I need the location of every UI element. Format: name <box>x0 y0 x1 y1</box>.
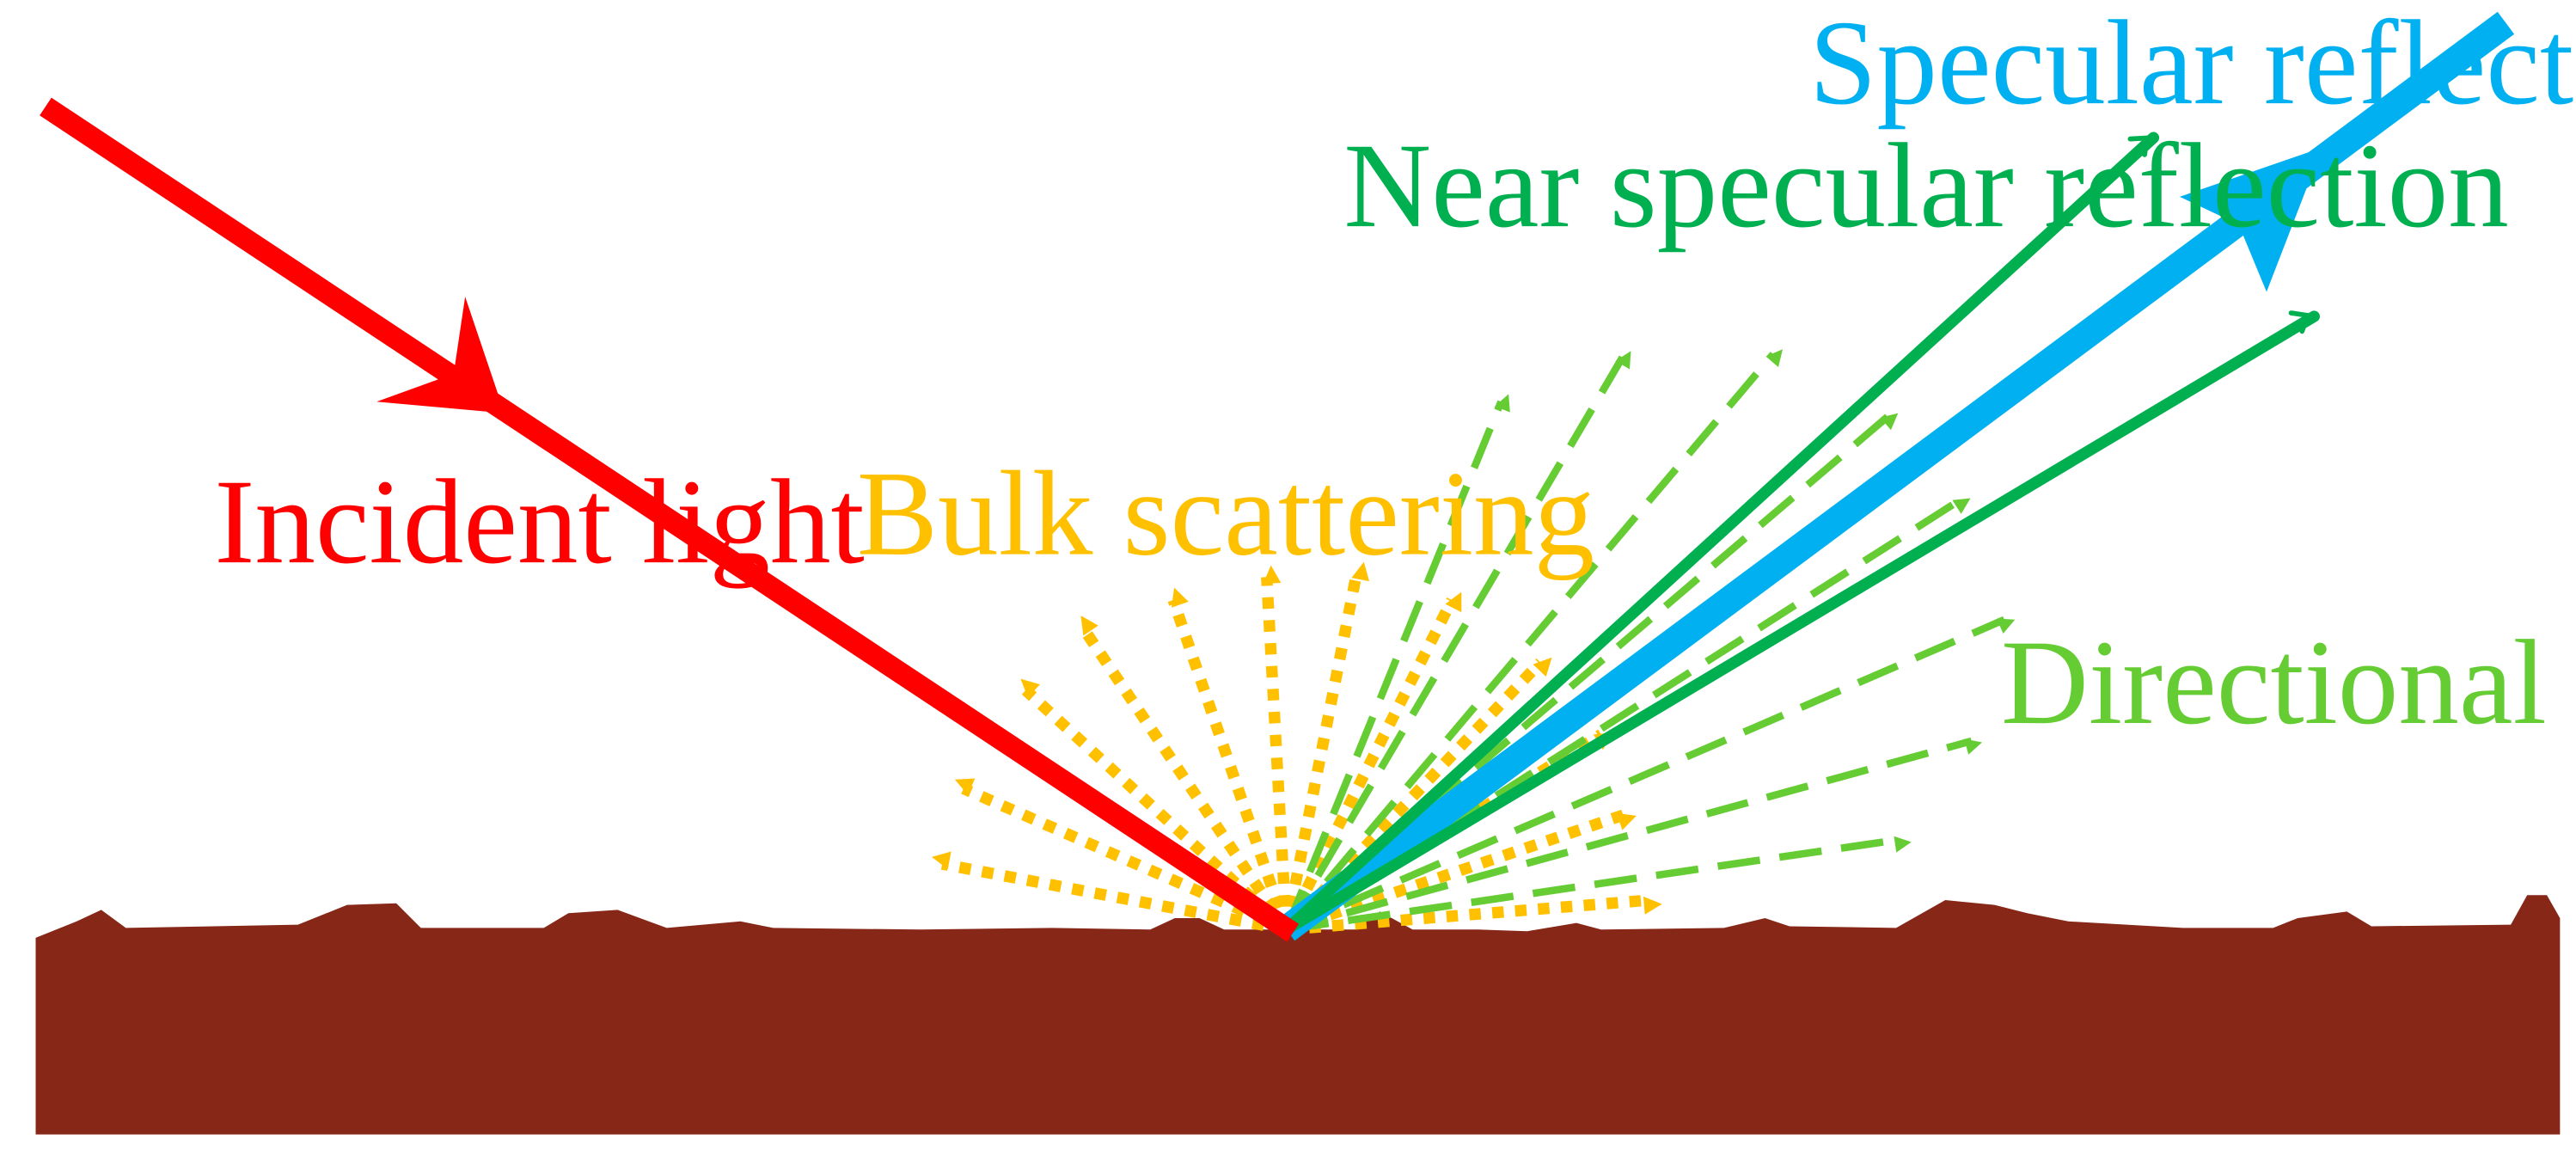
diffuse-ray <box>1284 616 2016 934</box>
bulk-ray <box>1281 561 1370 931</box>
specular-reflection-ray <box>1277 11 2515 941</box>
bulk-ray <box>1282 657 1552 934</box>
near-specular-ray <box>1280 310 2320 935</box>
near-specular-rays <box>1280 132 2320 935</box>
incident-light-ray <box>40 97 1300 942</box>
incident-arrowhead <box>376 297 505 414</box>
bulk-scattering-label: Bulk scattering <box>857 446 1594 581</box>
diffuse-ray <box>1282 394 1510 931</box>
bulk-ray <box>1286 894 1662 935</box>
bulk-ray <box>1078 616 1292 934</box>
diffuse-ray <box>1285 737 1983 934</box>
specular-reflection-label: Specular reflection <box>1809 0 2576 130</box>
diffuse-ray <box>1282 351 1631 932</box>
directional-diffuse-label: Directional diffuse <box>2001 615 2576 750</box>
diffuse-ray <box>1283 349 1784 933</box>
rough-surface <box>35 895 2561 1135</box>
specular-arrowhead <box>2179 147 2322 292</box>
near-specular-ray <box>1280 132 2160 935</box>
diffuse-ray <box>1285 836 1912 934</box>
near-specular-reflection-label: Near specular reflection <box>1343 118 2508 253</box>
incident-light-label: Incident light <box>214 454 864 589</box>
directional-diffuse-rays <box>1282 349 2016 934</box>
bulk-ray <box>1281 591 1462 933</box>
